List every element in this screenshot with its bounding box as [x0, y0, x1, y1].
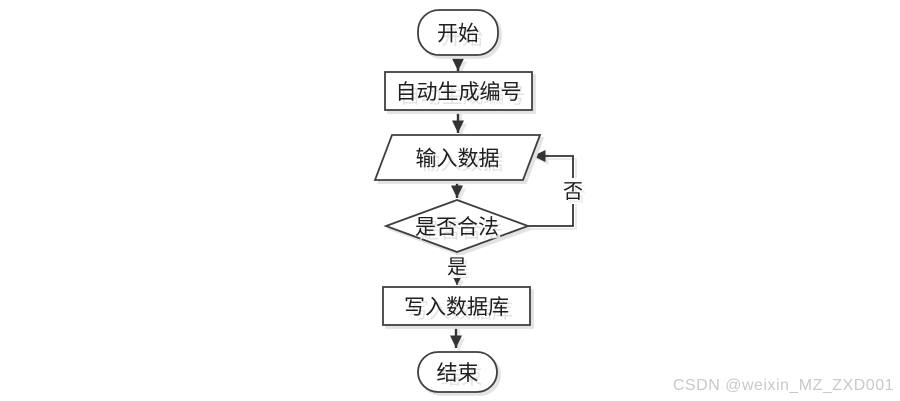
node-start-shape	[417, 9, 499, 56]
node-input-data-shape	[373, 134, 542, 181]
node-start-label: 开始	[437, 22, 479, 46]
watermark: CSDN @weixin_MZ_ZXD001	[673, 377, 894, 394]
edge-label-no: 否	[563, 179, 583, 203]
node-generate-id-label: 自动生成编号	[396, 80, 522, 104]
node-validate-shape	[383, 199, 531, 253]
node-input-data-label: 输入数据	[416, 147, 500, 171]
node-write-db-shape	[382, 286, 531, 326]
edge-label-yes-mask	[446, 255, 468, 278]
node-generate-id-shape	[384, 71, 533, 111]
edge-label-no-mask	[562, 178, 584, 204]
node-end-shape	[417, 351, 498, 393]
node-end-label: 结束	[437, 361, 479, 385]
node-validate-label: 是否合法	[415, 215, 499, 239]
edge-label-yes: 是	[447, 255, 467, 279]
node-write-db-label: 写入数据库	[404, 295, 509, 319]
